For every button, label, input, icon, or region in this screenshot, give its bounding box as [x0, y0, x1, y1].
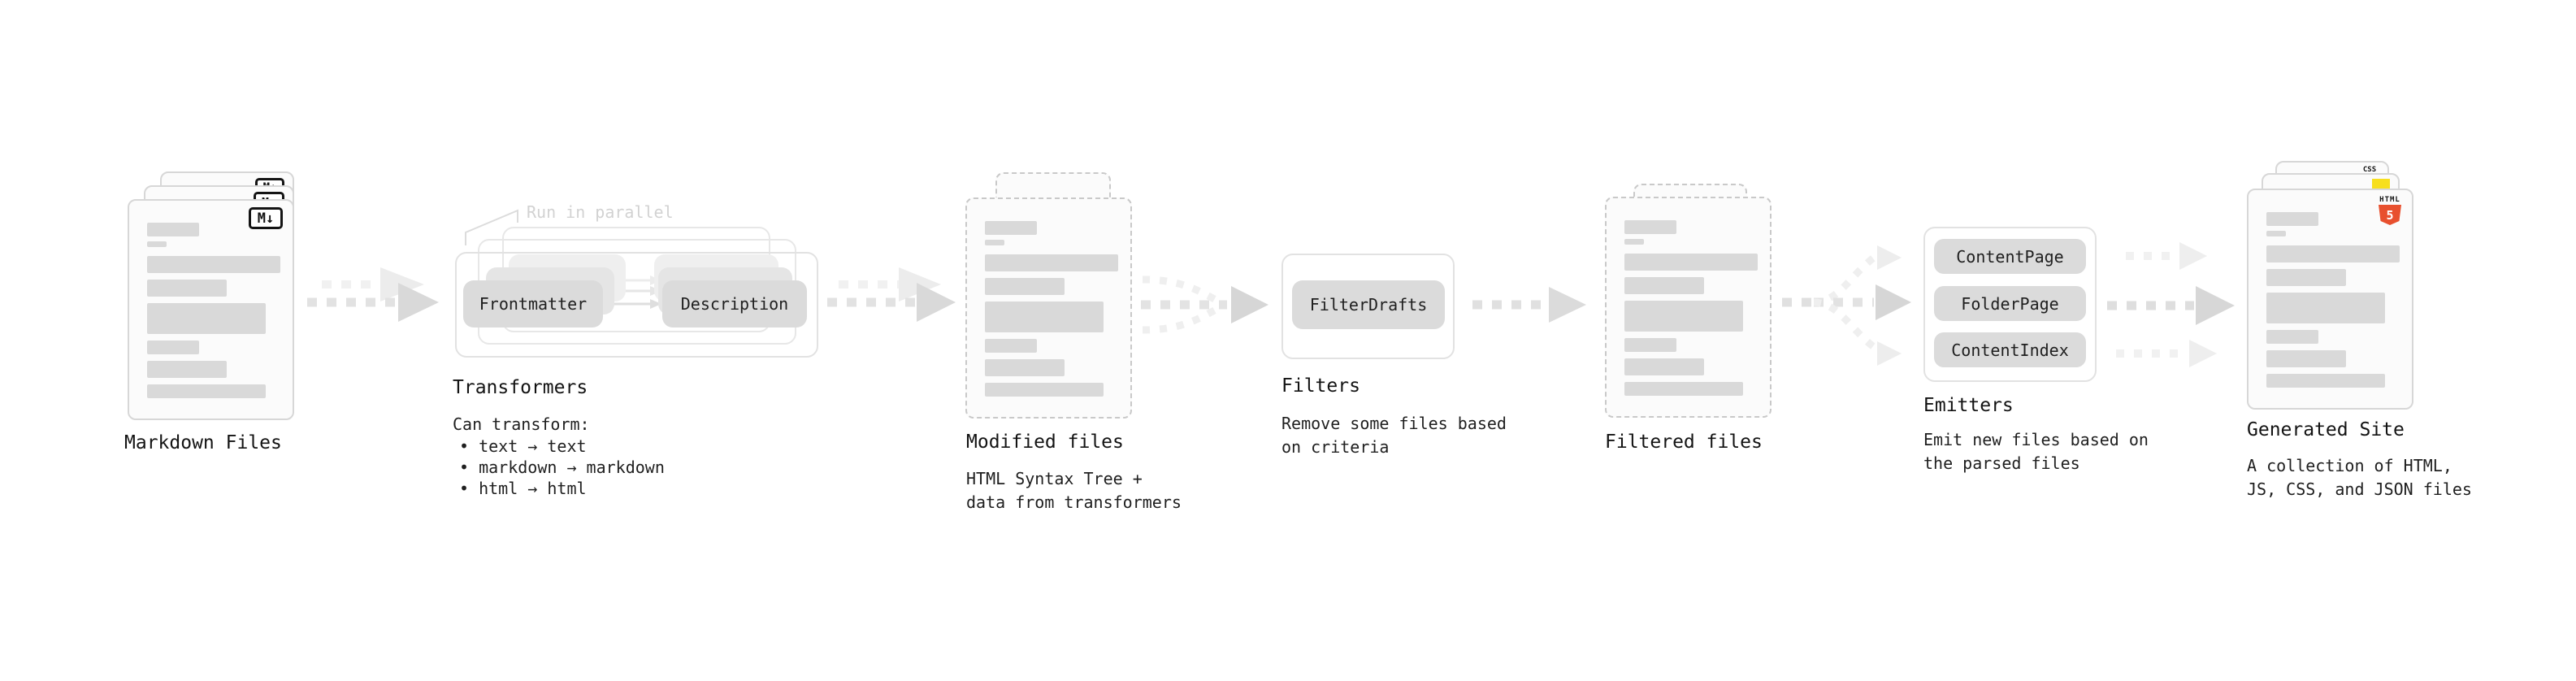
filters-desc-line2: on criteria [1281, 437, 1390, 457]
transformer-frame-front [455, 252, 818, 358]
javascript-icon [2372, 179, 2390, 189]
filters-frame [1281, 254, 1455, 359]
folderpage-pill: FolderPage [1934, 286, 2086, 321]
placeholder-bar [147, 223, 199, 236]
transformers-bullet-2: • markdown → markdown [459, 458, 665, 477]
placeholder-bar [2266, 269, 2346, 286]
placeholder-bar [2266, 374, 2385, 388]
html5-icon-label: HTML [2379, 196, 2400, 204]
run-in-parallel-annotation: Run in parallel [527, 202, 674, 222]
modified-files-desc-line1: HTML Syntax Tree + [966, 469, 1143, 488]
placeholder-bar [985, 278, 1065, 295]
stage-title-generated-site: Generated Site [2247, 419, 2405, 440]
frontmatter-pill: Frontmatter [463, 280, 603, 327]
placeholder-bar [1624, 358, 1704, 375]
filtered-doc-front [1605, 197, 1772, 418]
css-icon-label: CSS [2362, 166, 2377, 174]
placeholder-bar [147, 303, 266, 334]
placeholder-bar [985, 240, 1004, 245]
arrow-markdown-to-transformers [307, 267, 439, 322]
placeholder-bar [147, 256, 280, 273]
placeholder-bar [147, 280, 227, 297]
contentindex-pill: ContentIndex [1934, 332, 2086, 367]
placeholder-bar [1624, 220, 1676, 234]
placeholder-bar [2266, 293, 2385, 323]
stage-title-emitters: Emitters [1923, 395, 2014, 416]
filters-desc-line1: Remove some files based [1281, 414, 1507, 433]
generated-doc-front: HTML 5 [2247, 189, 2413, 410]
markdown-icon: M↓ [249, 207, 283, 229]
arrow-transformers-to-modified [827, 267, 956, 322]
html5-icon-number: 5 [2386, 207, 2394, 223]
emitters-desc-line1: Emit new files based on [1923, 430, 2149, 449]
placeholder-bar [985, 359, 1065, 376]
filterdrafts-pill: FilterDrafts [1292, 280, 1445, 329]
placeholder-bar [985, 383, 1104, 397]
stage-title-markdown-files: Markdown Files [124, 432, 282, 453]
placeholder-bar [2266, 245, 2400, 262]
stage-title-transformers: Transformers [453, 377, 588, 398]
transformers-bullet-1: • text → text [459, 436, 587, 456]
arrow-modified-to-filters [1141, 275, 1268, 334]
placeholder-bar [1624, 277, 1704, 294]
html5-icon: HTML 5 [2376, 196, 2404, 225]
stage-title-filtered-files: Filtered files [1605, 432, 1763, 453]
placeholder-bar [2266, 350, 2346, 367]
stage-title-modified-files: Modified files [966, 432, 1124, 453]
transformers-intro: Can transform: [453, 414, 590, 434]
generated-site-description: A collection of HTML, JS, CSS, and JSON … [2247, 454, 2472, 501]
emitters-frame [1923, 227, 2097, 382]
placeholder-bar [147, 241, 167, 247]
placeholder-bar [2266, 231, 2286, 236]
generated-desc-line2: JS, CSS, and JSON files [2247, 479, 2472, 499]
markdown-doc-front: M↓ [128, 199, 294, 420]
emitters-desc-line2: the parsed files [1923, 453, 2080, 473]
placeholder-bar [985, 221, 1037, 235]
contentpage-pill: ContentPage [1934, 239, 2086, 274]
modified-files-desc-line2: data from transformers [966, 492, 1182, 512]
placeholder-bar [1624, 239, 1644, 245]
arrow-emitters-to-generated [2107, 242, 2235, 367]
stage-title-filters: Filters [1281, 375, 1360, 397]
placeholder-bar [147, 361, 227, 378]
placeholder-bar [147, 384, 266, 398]
transformers-bullet-3: • html → html [459, 479, 587, 498]
generated-desc-line1: A collection of HTML, [2247, 456, 2452, 475]
placeholder-bar [985, 254, 1118, 271]
placeholder-bar [985, 339, 1037, 353]
arrow-filters-to-filtered [1472, 287, 1586, 323]
placeholder-bar [2266, 212, 2318, 226]
placeholder-bar [2266, 330, 2318, 344]
html5-icon-shield: 5 [2379, 205, 2401, 225]
description-pill: Description [662, 280, 807, 327]
placeholder-bar [985, 301, 1104, 332]
arrow-filtered-to-emitters [1782, 245, 1911, 366]
placeholder-bar [147, 340, 199, 354]
modified-doc-front [965, 197, 1132, 419]
transformers-bullets: • text → text • markdown → markdown • ht… [459, 436, 665, 499]
emitters-description: Emit new files based on the parsed files [1923, 428, 2149, 475]
placeholder-bar [1624, 382, 1743, 396]
modified-files-description: HTML Syntax Tree + data from transformer… [966, 467, 1182, 514]
placeholder-bar [1624, 301, 1743, 332]
placeholder-bar [1624, 338, 1676, 352]
placeholder-bar [1624, 254, 1758, 271]
filters-description: Remove some files based on criteria [1281, 412, 1507, 459]
